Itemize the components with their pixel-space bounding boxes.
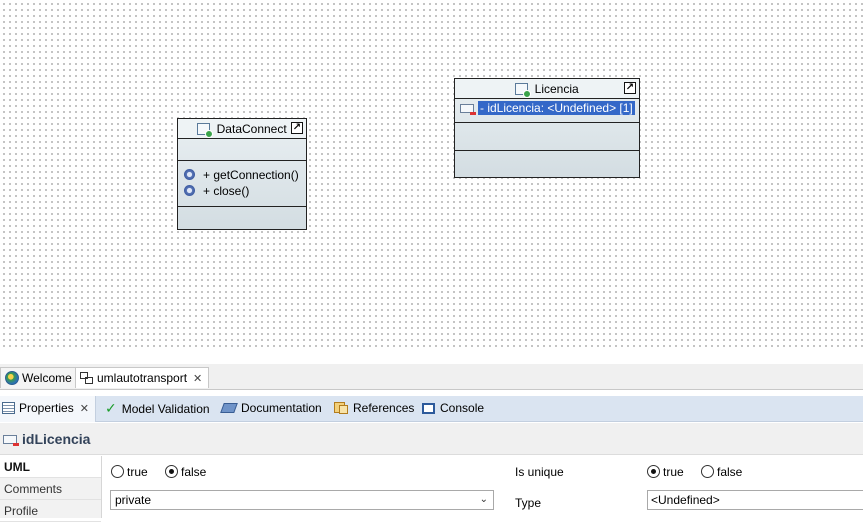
radio-label: false: [181, 465, 207, 479]
tab-welcome[interactable]: Welcome: [0, 367, 79, 388]
class-dataconnect[interactable]: DataConnect ↗ + getConnection() + close(…: [177, 118, 307, 230]
visibility-select[interactable]: private ⌄: [110, 490, 494, 510]
tab-label: Documentation: [241, 401, 322, 415]
view-tab-bar: Properties ✕ ✓ Model Validation Documentat…: [0, 396, 863, 422]
close-icon[interactable]: ✕: [79, 403, 89, 415]
tab-label: Console: [440, 401, 485, 415]
editor-tab-bar: Welcome umlautotransport ✕: [0, 364, 863, 390]
tab-label: Model Validation: [121, 402, 210, 416]
operation-row[interactable]: + getConnection(): [178, 167, 306, 183]
chevron-down-icon: ⌄: [479, 494, 488, 505]
properties-side-tabs: UML Comments Profile: [0, 456, 102, 522]
properties-header: idLicencia: [0, 423, 863, 455]
operation-label: + getConnection(): [203, 168, 299, 182]
operations-compartment[interactable]: + getConnection() + close(): [178, 161, 306, 207]
visibility-value: private: [115, 493, 152, 507]
property-icon: [460, 104, 476, 115]
radio-label: false: [717, 465, 743, 479]
attribute-label: - idLicencia: <Undefined> [1]: [478, 101, 635, 115]
operation-label: + close(): [203, 184, 250, 198]
operation-icon: [184, 185, 195, 196]
class-icon: [197, 123, 214, 138]
check-icon: ✓: [105, 400, 117, 416]
class-name: DataConnect: [216, 122, 287, 136]
radio-label: true: [663, 465, 684, 479]
console-icon: [422, 403, 435, 414]
property-icon: [3, 435, 19, 446]
operation-row[interactable]: + close(): [178, 183, 306, 199]
attributes-compartment[interactable]: - idLicencia: <Undefined> [1]: [455, 99, 639, 123]
operations-compartment[interactable]: [455, 123, 639, 151]
tab-properties[interactable]: Properties ✕: [0, 396, 96, 422]
side-tab-uml[interactable]: UML: [0, 456, 101, 478]
tab-label: Welcome: [22, 371, 72, 385]
tab-label: References: [353, 401, 415, 415]
tab-references[interactable]: References: [334, 396, 414, 422]
radio-circle[interactable]: [701, 465, 714, 478]
class-licencia[interactable]: Licencia ↗ - idLicencia: <Undefined> [1]: [454, 78, 640, 178]
properties-icon: [2, 402, 15, 414]
type-field[interactable]: <Undefined>: [647, 490, 863, 510]
radio-circle[interactable]: [647, 465, 660, 478]
tab-documentation[interactable]: Documentation: [220, 396, 322, 422]
side-tab-profile[interactable]: Profile: [0, 500, 101, 522]
class-icon: [515, 83, 532, 98]
references-icon: [334, 402, 348, 414]
radio-circle[interactable]: [165, 465, 178, 478]
diagram-icon: [80, 372, 93, 384]
tab-umlautotransport[interactable]: umlautotransport ✕: [75, 367, 210, 388]
expand-icon[interactable]: ↗: [291, 122, 303, 134]
radio-unique-false[interactable]: false: [701, 465, 742, 479]
type-label: Type: [515, 496, 542, 510]
documentation-icon: [220, 403, 238, 413]
welcome-globe-icon: [5, 371, 19, 385]
close-icon[interactable]: ✕: [193, 373, 203, 385]
radio-false[interactable]: false: [165, 465, 206, 479]
tab-label: Properties: [19, 401, 74, 415]
class-header[interactable]: Licencia ↗: [455, 79, 639, 99]
radio-true[interactable]: true: [111, 465, 148, 479]
tab-label: umlautotransport: [97, 371, 188, 385]
class-header[interactable]: DataConnect ↗: [178, 119, 306, 139]
nested-compartment[interactable]: [178, 207, 306, 229]
properties-title: idLicencia: [22, 431, 91, 447]
radio-unique-true[interactable]: true: [647, 465, 684, 479]
nested-compartment[interactable]: [455, 151, 639, 175]
is-unique-label: Is unique: [515, 465, 564, 479]
operation-icon: [184, 169, 195, 180]
radio-label: true: [127, 465, 148, 479]
radio-circle[interactable]: [111, 465, 124, 478]
attributes-compartment[interactable]: [178, 139, 306, 161]
properties-body: UML Comments Profile true false private …: [0, 456, 863, 522]
attribute-row[interactable]: - idLicencia: <Undefined> [1]: [455, 100, 639, 116]
tab-console[interactable]: Console: [422, 396, 484, 422]
tab-model-validation[interactable]: ✓ Model Validation: [105, 396, 210, 422]
side-tab-comments[interactable]: Comments: [0, 478, 101, 500]
expand-icon[interactable]: ↗: [624, 82, 636, 94]
diagram-canvas[interactable]: DataConnect ↗ + getConnection() + close(…: [0, 0, 863, 350]
class-name: Licencia: [534, 82, 579, 96]
